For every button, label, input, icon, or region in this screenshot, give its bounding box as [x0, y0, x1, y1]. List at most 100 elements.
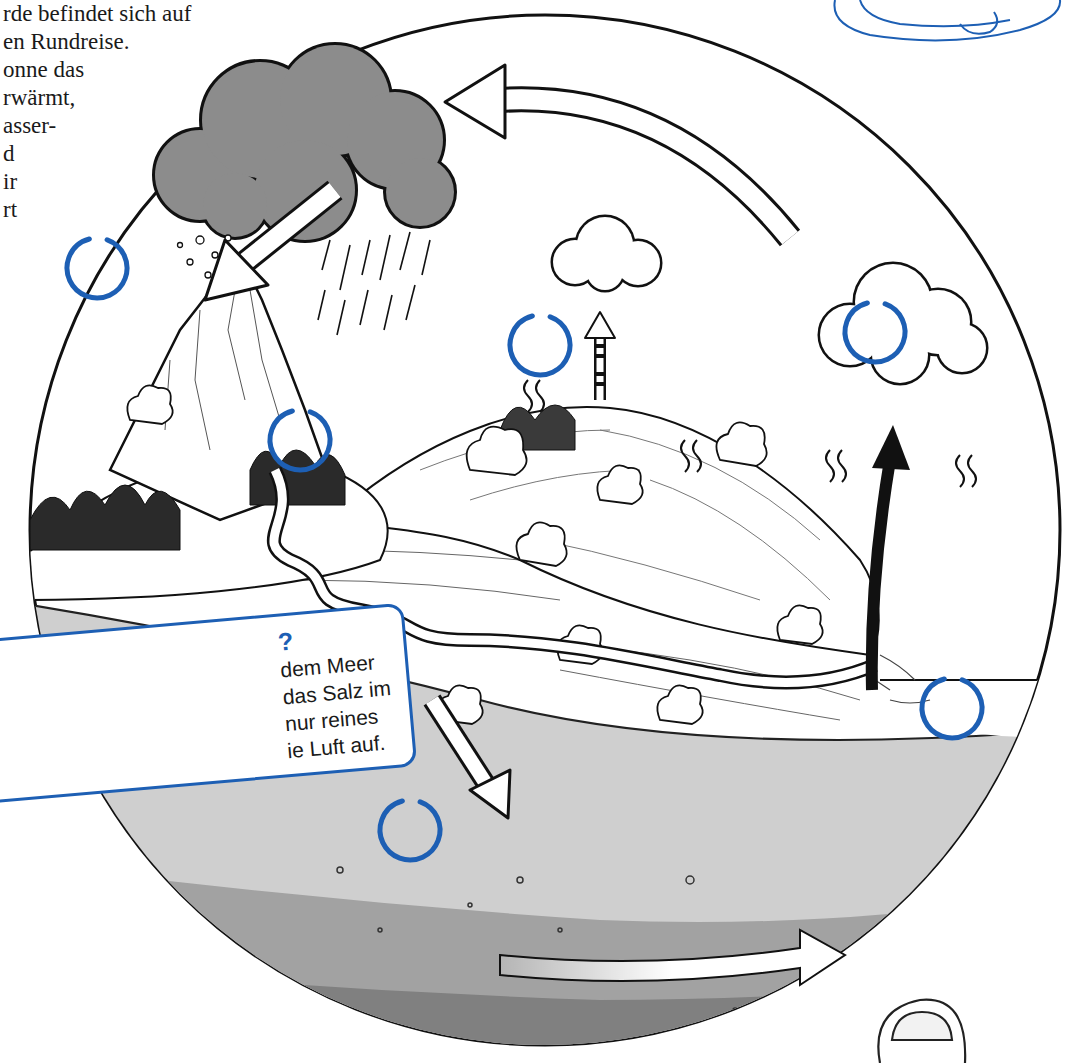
- forest: [30, 485, 180, 550]
- droplet-mascot: [960, 12, 997, 34]
- blank-answer-ring: [502, 307, 579, 384]
- hill: [330, 407, 879, 655]
- rain-cloud: [386, 158, 454, 226]
- small-cloud: [587, 254, 623, 290]
- small-cloud: [820, 264, 986, 383]
- blank-answer-ring: [914, 670, 991, 747]
- pebbles: [733, 1008, 737, 1012]
- forest: [250, 450, 345, 505]
- blank-answer-ring: [262, 402, 339, 479]
- small-cloud: [616, 241, 660, 285]
- small-cloud: [553, 217, 660, 290]
- bushes: [777, 605, 822, 644]
- evaporation-waves: [536, 380, 544, 412]
- small-cloud: [553, 217, 660, 290]
- mountain-hatching: [250, 290, 280, 420]
- sea-evaporation-arrow: [872, 460, 890, 690]
- rain: [362, 240, 370, 275]
- small-cloud: [820, 264, 986, 383]
- pebbles: [686, 876, 694, 884]
- hill-hatching: [650, 480, 830, 600]
- rain-arrow: [245, 190, 335, 262]
- droplet-mascot: [834, 0, 1060, 40]
- rain-arrow: [205, 190, 335, 300]
- rain: [400, 232, 410, 270]
- hail: [178, 243, 183, 248]
- pebbles: [468, 903, 472, 907]
- rain-cloud: [203, 173, 267, 237]
- cycle-arrow: [445, 65, 790, 238]
- seepage-arrow: [432, 700, 510, 818]
- blank-answer-ring: [372, 792, 449, 869]
- evaporation-waves: [524, 380, 532, 412]
- evaporation-waves: [826, 450, 834, 482]
- small-cloud: [938, 324, 986, 372]
- evaporation-arrow: [585, 312, 615, 338]
- rain-cloud: [203, 173, 267, 237]
- small-cloud: [872, 327, 928, 383]
- small-cloud: [820, 264, 986, 383]
- horizon: [880, 679, 1066, 681]
- sea-evaporation-arrow: [872, 425, 910, 690]
- hill-hatching: [540, 540, 760, 600]
- intro-text: asser-: [3, 112, 56, 140]
- rain: [322, 240, 330, 270]
- evaporation-waves: [956, 455, 964, 487]
- bushes: [716, 422, 766, 466]
- mountain-hatching: [195, 310, 210, 450]
- small-cloud: [616, 241, 660, 285]
- rain: [380, 235, 390, 280]
- droplet-mascot: [834, 0, 1060, 40]
- hail: [187, 259, 193, 265]
- seepage-arrow: [432, 700, 490, 790]
- cycle-arrow: [500, 99, 790, 238]
- blank-answer-ring: [837, 294, 914, 371]
- groundwater-arrow: [500, 930, 845, 985]
- pebbles: [558, 928, 562, 932]
- small-cloud: [938, 324, 986, 372]
- hail: [212, 252, 218, 258]
- intro-text: rde befindet sich auf: [3, 0, 191, 28]
- rain: [318, 290, 325, 320]
- waves: [880, 655, 915, 680]
- rain: [318, 232, 430, 335]
- bushes: [597, 465, 642, 504]
- evaporation-arrow: [597, 335, 604, 400]
- ground-layer: [0, 860, 1066, 1063]
- rain-arrow: [205, 240, 268, 300]
- droplet-mascot: [878, 1000, 965, 1063]
- seepage-arrow: [470, 770, 510, 818]
- evaporation-waves: [681, 440, 689, 472]
- evaporation-arrow: [585, 312, 615, 400]
- droplet-mascot: [892, 1012, 952, 1040]
- evaporation-waves: [838, 450, 846, 482]
- pebbles: [337, 867, 737, 1012]
- intro-text: rwärmt,: [3, 84, 75, 112]
- rain-arrow: [245, 190, 335, 262]
- intro-text: rt: [3, 196, 17, 224]
- evaporation-waves: [968, 455, 976, 487]
- sea: [860, 680, 1066, 737]
- rain: [360, 290, 368, 325]
- rain: [384, 295, 392, 330]
- intro-text: d: [3, 140, 15, 168]
- hail: [205, 272, 211, 278]
- evaporation-waves: [524, 380, 976, 487]
- rain-cloud: [386, 158, 454, 226]
- bushes: [657, 685, 702, 724]
- info-text-column: ?dem Meerdas Salz imnur reinesie Luft au…: [277, 617, 397, 764]
- forest: [30, 405, 575, 550]
- cycle-arrow: [500, 99, 790, 238]
- droplet-mascot: [878, 1000, 965, 1063]
- evaporation-waves: [693, 440, 701, 472]
- bushes: [127, 385, 172, 424]
- blank-answer-ring: [59, 230, 136, 307]
- evaporation-arrow: [594, 335, 606, 400]
- seepage-arrow: [432, 700, 490, 790]
- pebbles: [378, 928, 382, 932]
- intro-text: ir: [3, 168, 17, 196]
- intro-text: en Rundreise.: [3, 28, 129, 56]
- hail: [196, 236, 204, 244]
- cycle-arrow: [445, 65, 505, 138]
